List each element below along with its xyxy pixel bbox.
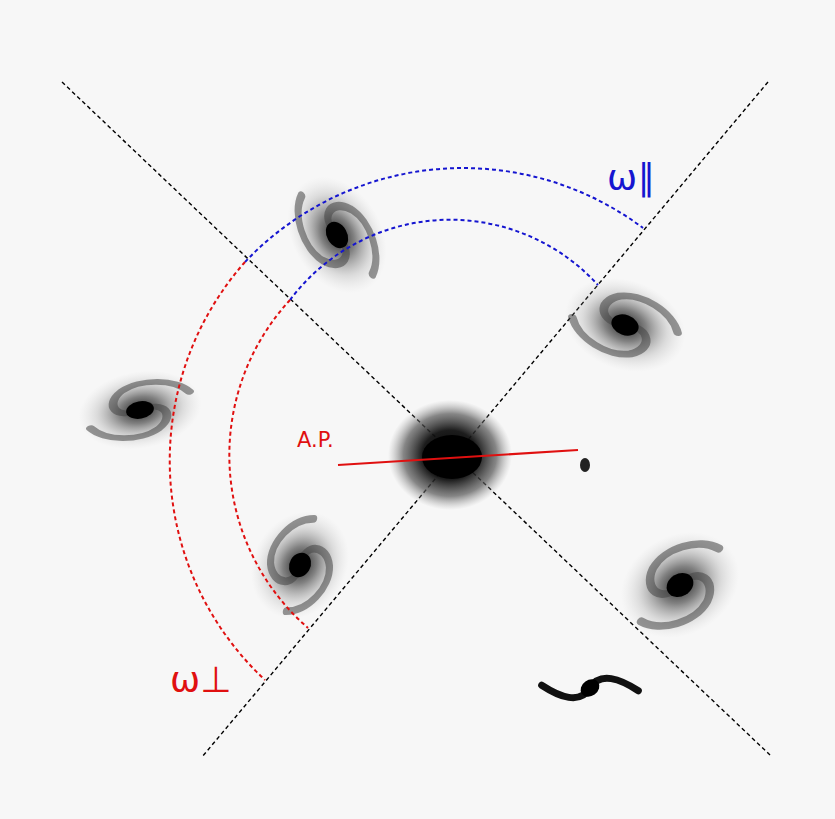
parallel-angle-label: ω∥	[607, 160, 655, 196]
perpendicular-angle-label: ω⊥	[170, 662, 232, 698]
position-angle-label: A.P.	[297, 430, 334, 451]
